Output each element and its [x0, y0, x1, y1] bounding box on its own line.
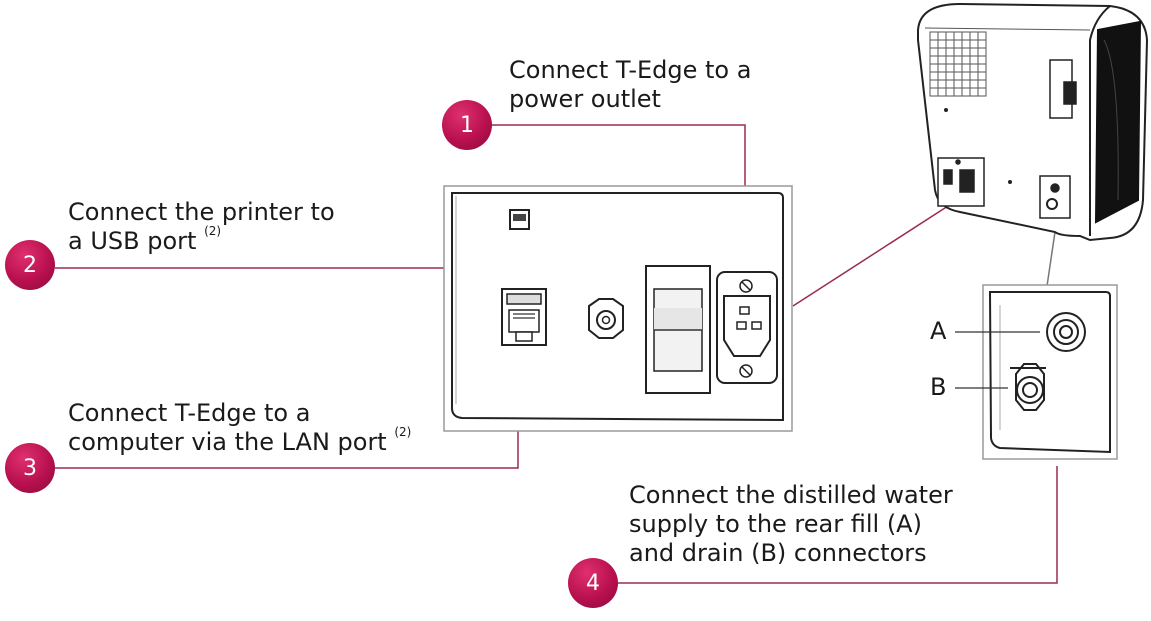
leader-line-device-to-water-panel — [1046, 231, 1056, 287]
water-connector-panel — [982, 284, 1118, 460]
power-inlet — [716, 271, 778, 384]
step-badge-1: 1 — [442, 100, 492, 150]
leader-line-1 — [490, 124, 746, 186]
drain-connector — [1010, 363, 1046, 411]
step-3-footnote: (2) — [394, 425, 412, 439]
power-switch — [645, 265, 711, 394]
lan-port — [501, 288, 547, 346]
step-4-line-3: and drain (B) connectors — [629, 539, 927, 567]
step-3-line-1: Connect T-Edge to a — [68, 399, 311, 427]
step-2-label: Connect the printer to a USB port (2) — [68, 198, 335, 256]
step-2-line-1: Connect the printer to — [68, 198, 335, 226]
usb-port — [509, 209, 530, 230]
step-badge-3: 3 — [5, 443, 55, 493]
drain-connector-letter: B — [930, 373, 947, 401]
fill-connector — [1046, 312, 1086, 352]
step-1-line-1: Connect T-Edge to a — [509, 56, 752, 84]
round-connector — [588, 298, 624, 339]
step-4-label: Connect the distilled water supply to th… — [629, 481, 953, 568]
leader-line-panel-to-device — [792, 205, 949, 307]
rear-connector-panel — [443, 185, 793, 432]
step-2-footnote: (2) — [204, 224, 222, 238]
fill-connector-letter: A — [930, 317, 947, 345]
step-4-line-1: Connect the distilled water — [629, 481, 953, 509]
step-3-line-2-wrap: computer via the LAN port (2) — [68, 425, 412, 457]
step-2-line-2-wrap: a USB port (2) — [68, 224, 335, 256]
device-vent-grid — [929, 31, 987, 97]
step-2-line-2: a USB port — [68, 227, 197, 255]
step-4-line-2: supply to the rear fill (A) — [629, 510, 922, 538]
step-1-line-2: power outlet — [509, 85, 661, 113]
letter-pointers — [955, 331, 1040, 389]
step-3-label: Connect T-Edge to a computer via the LAN… — [68, 399, 411, 457]
leader-line-4 — [618, 466, 1058, 584]
step-3-line-2: computer via the LAN port — [68, 428, 387, 456]
step-badge-2: 2 — [5, 240, 55, 290]
device-details — [937, 59, 1077, 219]
step-badge-4: 4 — [568, 558, 618, 608]
leader-line-3 — [55, 431, 519, 469]
leader-lines — [55, 124, 1058, 584]
step-1-label: Connect T-Edge to a power outlet — [509, 56, 751, 114]
